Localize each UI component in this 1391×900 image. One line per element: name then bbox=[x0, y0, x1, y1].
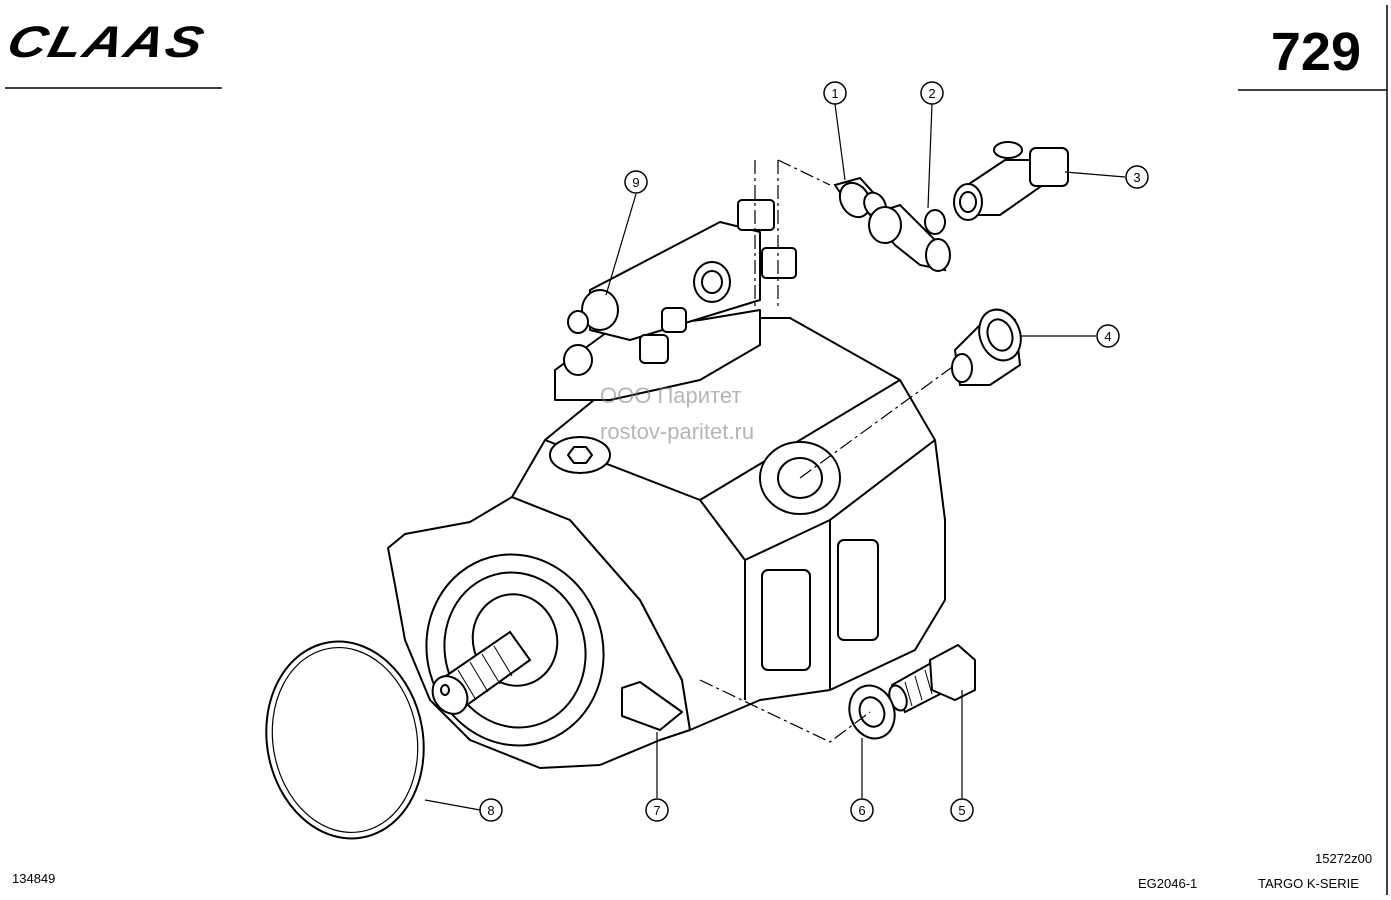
callout-label: 5 bbox=[958, 803, 965, 818]
part-fitting-2 bbox=[868, 203, 951, 272]
part-fitting-1 bbox=[833, 176, 887, 219]
drawing-code: EG2046-1 bbox=[1138, 876, 1198, 891]
part-bolt-5 bbox=[888, 643, 976, 714]
model-series: TARGO K-SERIE bbox=[1258, 876, 1359, 891]
callout-7 bbox=[645, 798, 669, 822]
callout-label: 2 bbox=[928, 86, 935, 101]
callout-5 bbox=[950, 798, 974, 822]
callout-label: 3 bbox=[1133, 170, 1140, 185]
page-number: 729 bbox=[1270, 22, 1361, 82]
callout-6 bbox=[850, 798, 874, 822]
callout-label: 6 bbox=[858, 803, 865, 818]
part-o-ring bbox=[265, 640, 425, 840]
part-fitting-3 bbox=[953, 141, 1069, 221]
callout-2 bbox=[920, 81, 944, 105]
callout-4 bbox=[1096, 324, 1120, 348]
callout-9 bbox=[624, 170, 648, 194]
assembly-dash-lines bbox=[699, 159, 956, 743]
callout-label: 9 bbox=[632, 175, 639, 190]
part-fitting-4 bbox=[951, 308, 1022, 386]
watermark-line1: ООО Паритет bbox=[600, 383, 742, 408]
callout-3 bbox=[1125, 165, 1149, 189]
document-id: 134849 bbox=[12, 871, 56, 886]
callout-label: 1 bbox=[831, 86, 838, 101]
sheet-frame bbox=[5, 5, 1388, 895]
callout-1 bbox=[823, 81, 847, 105]
callout-8 bbox=[479, 798, 503, 822]
callout-markers bbox=[479, 81, 1149, 822]
revision-code: 15272z00 bbox=[1315, 851, 1373, 866]
watermark-line2: rostov-paritet.ru bbox=[600, 419, 755, 444]
callout-label: 4 bbox=[1104, 329, 1111, 344]
part-washer-6 bbox=[848, 684, 896, 740]
callout-label: 7 bbox=[653, 803, 660, 818]
part-flange-and-shaft bbox=[425, 553, 605, 747]
callout-leaders bbox=[424, 103, 1126, 811]
part-control-valve bbox=[554, 199, 797, 401]
callout-label: 8 bbox=[487, 803, 494, 818]
